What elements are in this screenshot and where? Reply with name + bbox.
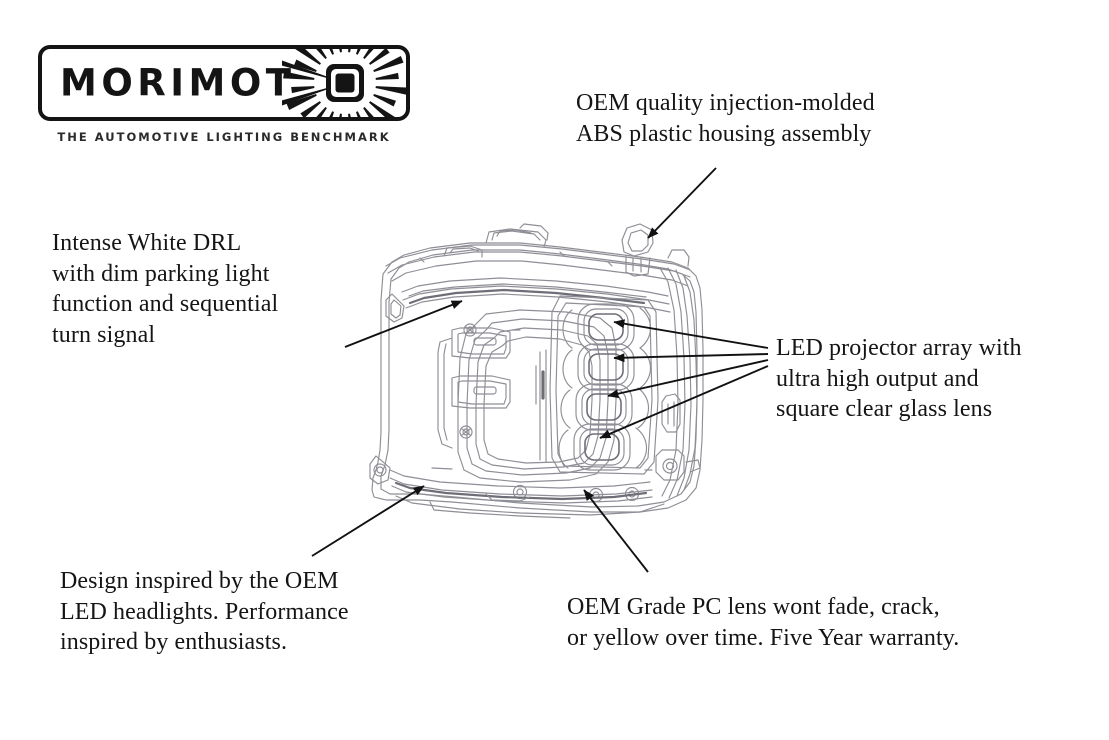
callout-drl-text: Intense White DRL with dim parking light… (52, 230, 279, 349)
callout-lens-text: OEM Grade PC lens wont fade, crack, or y… (567, 594, 960, 651)
morimoto-logo: MORIMOT THE AUTOMOTIVE LIGHTING BENCHMAR… (38, 45, 410, 144)
callout-design-text: Design inspired by the OEM LED headlight… (60, 568, 349, 656)
leader-projector-1 (613, 319, 769, 349)
leader-lens (583, 489, 649, 573)
logo-plate: MORIMOT (38, 45, 410, 121)
logo-wordmark: MORIMOT (60, 61, 296, 105)
leader-projector-2 (613, 353, 769, 363)
leader-design (311, 485, 425, 557)
leader-lines (311, 167, 769, 573)
headlight-body (369, 223, 704, 519)
sunburst-icon (282, 49, 406, 117)
logo-tagline: THE AUTOMOTIVE LIGHTING BENCHMARK (57, 130, 391, 144)
leader-projector-3 (607, 359, 769, 399)
leader-housing (647, 167, 717, 239)
leader-projector-4 (599, 365, 769, 439)
callout-projector-text: LED projector array with ultra high outp… (776, 335, 1022, 423)
callout-housing-text: OEM quality injection-molded ABS plastic… (576, 90, 875, 147)
